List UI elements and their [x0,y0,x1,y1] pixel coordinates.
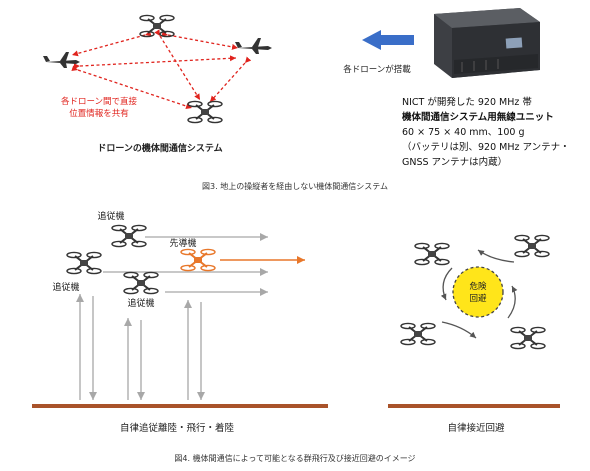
avoidance-caption: 自律接近回避 [447,422,505,434]
spec-line-2: 機体間通信システム用無線ユニット [402,111,554,123]
drone-icon-bottom [188,101,222,122]
link-left-right [80,58,236,66]
figure-4-formation: 追従機 先導機 追従機 追従機 自律追従離陸・飛行・着陸 [32,210,328,434]
link-top-bottom [160,36,200,100]
link-right-bottom [210,63,245,102]
danger-label-line1: 危険 [469,281,487,292]
drone-icon-follower-left [67,252,101,273]
drone-icon-top-left [415,243,449,264]
drone-icon-bottom-right [511,327,545,348]
drone-icon-follower-middle [124,272,158,293]
radio-unit-image [434,8,540,78]
follower-label-top: 追従機 [97,210,124,222]
danger-label-line2: 回避 [469,293,487,304]
ground-line-right [388,404,560,408]
drone-icon-top-right [515,235,549,256]
figure-3-caption: 図3. 地上の操縦者を経由しない機体間通信システム [202,181,388,191]
formation-caption: 自律追従離陸・飛行・着陸 [120,422,235,434]
link-top-left [72,35,145,55]
avoid-arrow-top-right [478,250,514,262]
follower-label-middle: 追従機 [127,297,154,309]
spec-line-5: GNSS アンテナは内蔵） [402,156,507,168]
drone-icon-follower-top [112,225,146,246]
fixed-wing-drone-icon-right [235,38,272,54]
left-caption: ドローンの機体間通信システム [97,142,222,154]
spec-line-3: 60 × 75 × 40 mm、100 g [402,127,524,138]
spec-line-4: （バッテリは別、920 MHz アンテナ・ [402,141,570,153]
drone-icon-bottom-left [401,323,435,344]
figure-4-avoidance: 危険 回避 自律接近回避 [388,235,560,434]
bubble-note-line2: 位置情報を共有 [69,108,129,119]
bubble-note-line1: 各ドローン間で直接 [61,96,138,107]
spec-text: NICT が開発した 920 MHz 帯 機体間通信システム用無線ユニット 60… [402,96,570,168]
link-top-right [168,35,238,48]
follower-label-left: 追従機 [52,281,79,293]
ground-line-left [32,404,328,408]
mounted-label: 各ドローンが搭載 [343,64,411,75]
danger-zone [453,267,503,317]
leader-label: 先導機 [169,237,196,249]
avoid-arrow-bottom-right [508,286,515,318]
figure-3: 各ドローン間で直接 位置情報を共有 ドローンの機体間通信システム 各ドローンが搭… [43,8,570,191]
drone-icon-leader [181,249,215,270]
figure-4-caption: 図4. 機体間通信によって可能となる群飛行及び接近回避のイメージ [174,453,415,463]
avoid-arrow-bottom-left [442,322,476,338]
blue-arrow-icon [362,30,414,50]
spec-line-1: NICT が開発した 920 MHz 帯 [402,96,532,108]
avoid-arrow-top-left [443,268,452,300]
drone-icon-top [140,15,174,36]
